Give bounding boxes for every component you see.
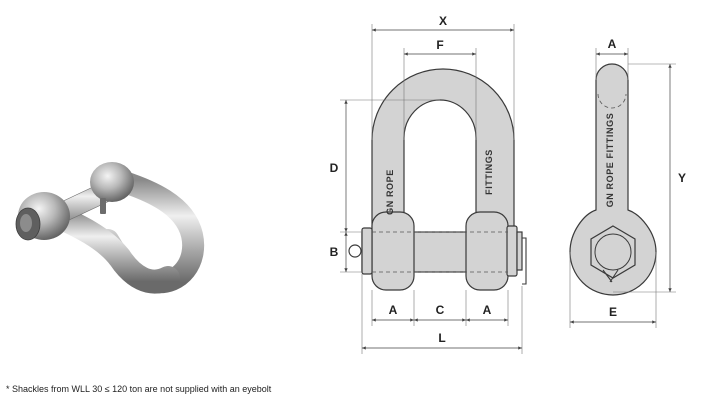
a-bottom-right-label: A bbox=[483, 303, 492, 317]
front-view-nut bbox=[506, 225, 518, 277]
shackle-3d-back-boss bbox=[90, 162, 134, 202]
front-view-brand-left: GN ROPE bbox=[385, 169, 395, 215]
front-view-split-pin bbox=[522, 237, 527, 285]
side-view-dimensions: A Y E bbox=[569, 37, 686, 328]
b-label: B bbox=[330, 245, 339, 259]
f-label: F bbox=[436, 38, 443, 52]
a-side-label: A bbox=[608, 37, 617, 51]
front-view-right-boss bbox=[465, 211, 509, 291]
l-label: L bbox=[438, 331, 445, 345]
side-view-brand: GN ROPE FITTINGS bbox=[605, 113, 615, 208]
front-view-washer bbox=[516, 231, 523, 271]
footnote: * Shackles from WLL 30 ≤ 120 ton are not… bbox=[6, 384, 272, 394]
side-view-split-pin bbox=[602, 269, 619, 283]
c-label: C bbox=[436, 303, 445, 317]
front-view-brand-right: FITTINGS bbox=[484, 149, 494, 195]
front-view-eyebolt bbox=[348, 244, 362, 258]
x-label: X bbox=[439, 14, 447, 28]
d-label: D bbox=[330, 161, 339, 175]
side-view: GN ROPE FITTINGS bbox=[569, 63, 657, 296]
shackle-3d-bow-front bbox=[36, 200, 180, 294]
shackle-3d-pin-head-face bbox=[20, 214, 32, 232]
front-view-dimensions: X F D B A C A L bbox=[330, 14, 523, 354]
a-bottom-left-label: A bbox=[389, 303, 398, 317]
front-view-pin-head bbox=[361, 227, 373, 275]
side-view-hidden-arc bbox=[597, 93, 627, 109]
side-view-pin-end bbox=[594, 233, 632, 271]
front-view: GN ROPE FITTINGS bbox=[348, 68, 527, 291]
e-label: E bbox=[609, 305, 617, 319]
shackle-3d-render bbox=[15, 162, 205, 294]
shackle-3d-cotter bbox=[100, 198, 106, 214]
front-view-bow bbox=[371, 68, 515, 231]
front-view-left-boss bbox=[371, 211, 415, 291]
y-label: Y bbox=[678, 171, 686, 185]
